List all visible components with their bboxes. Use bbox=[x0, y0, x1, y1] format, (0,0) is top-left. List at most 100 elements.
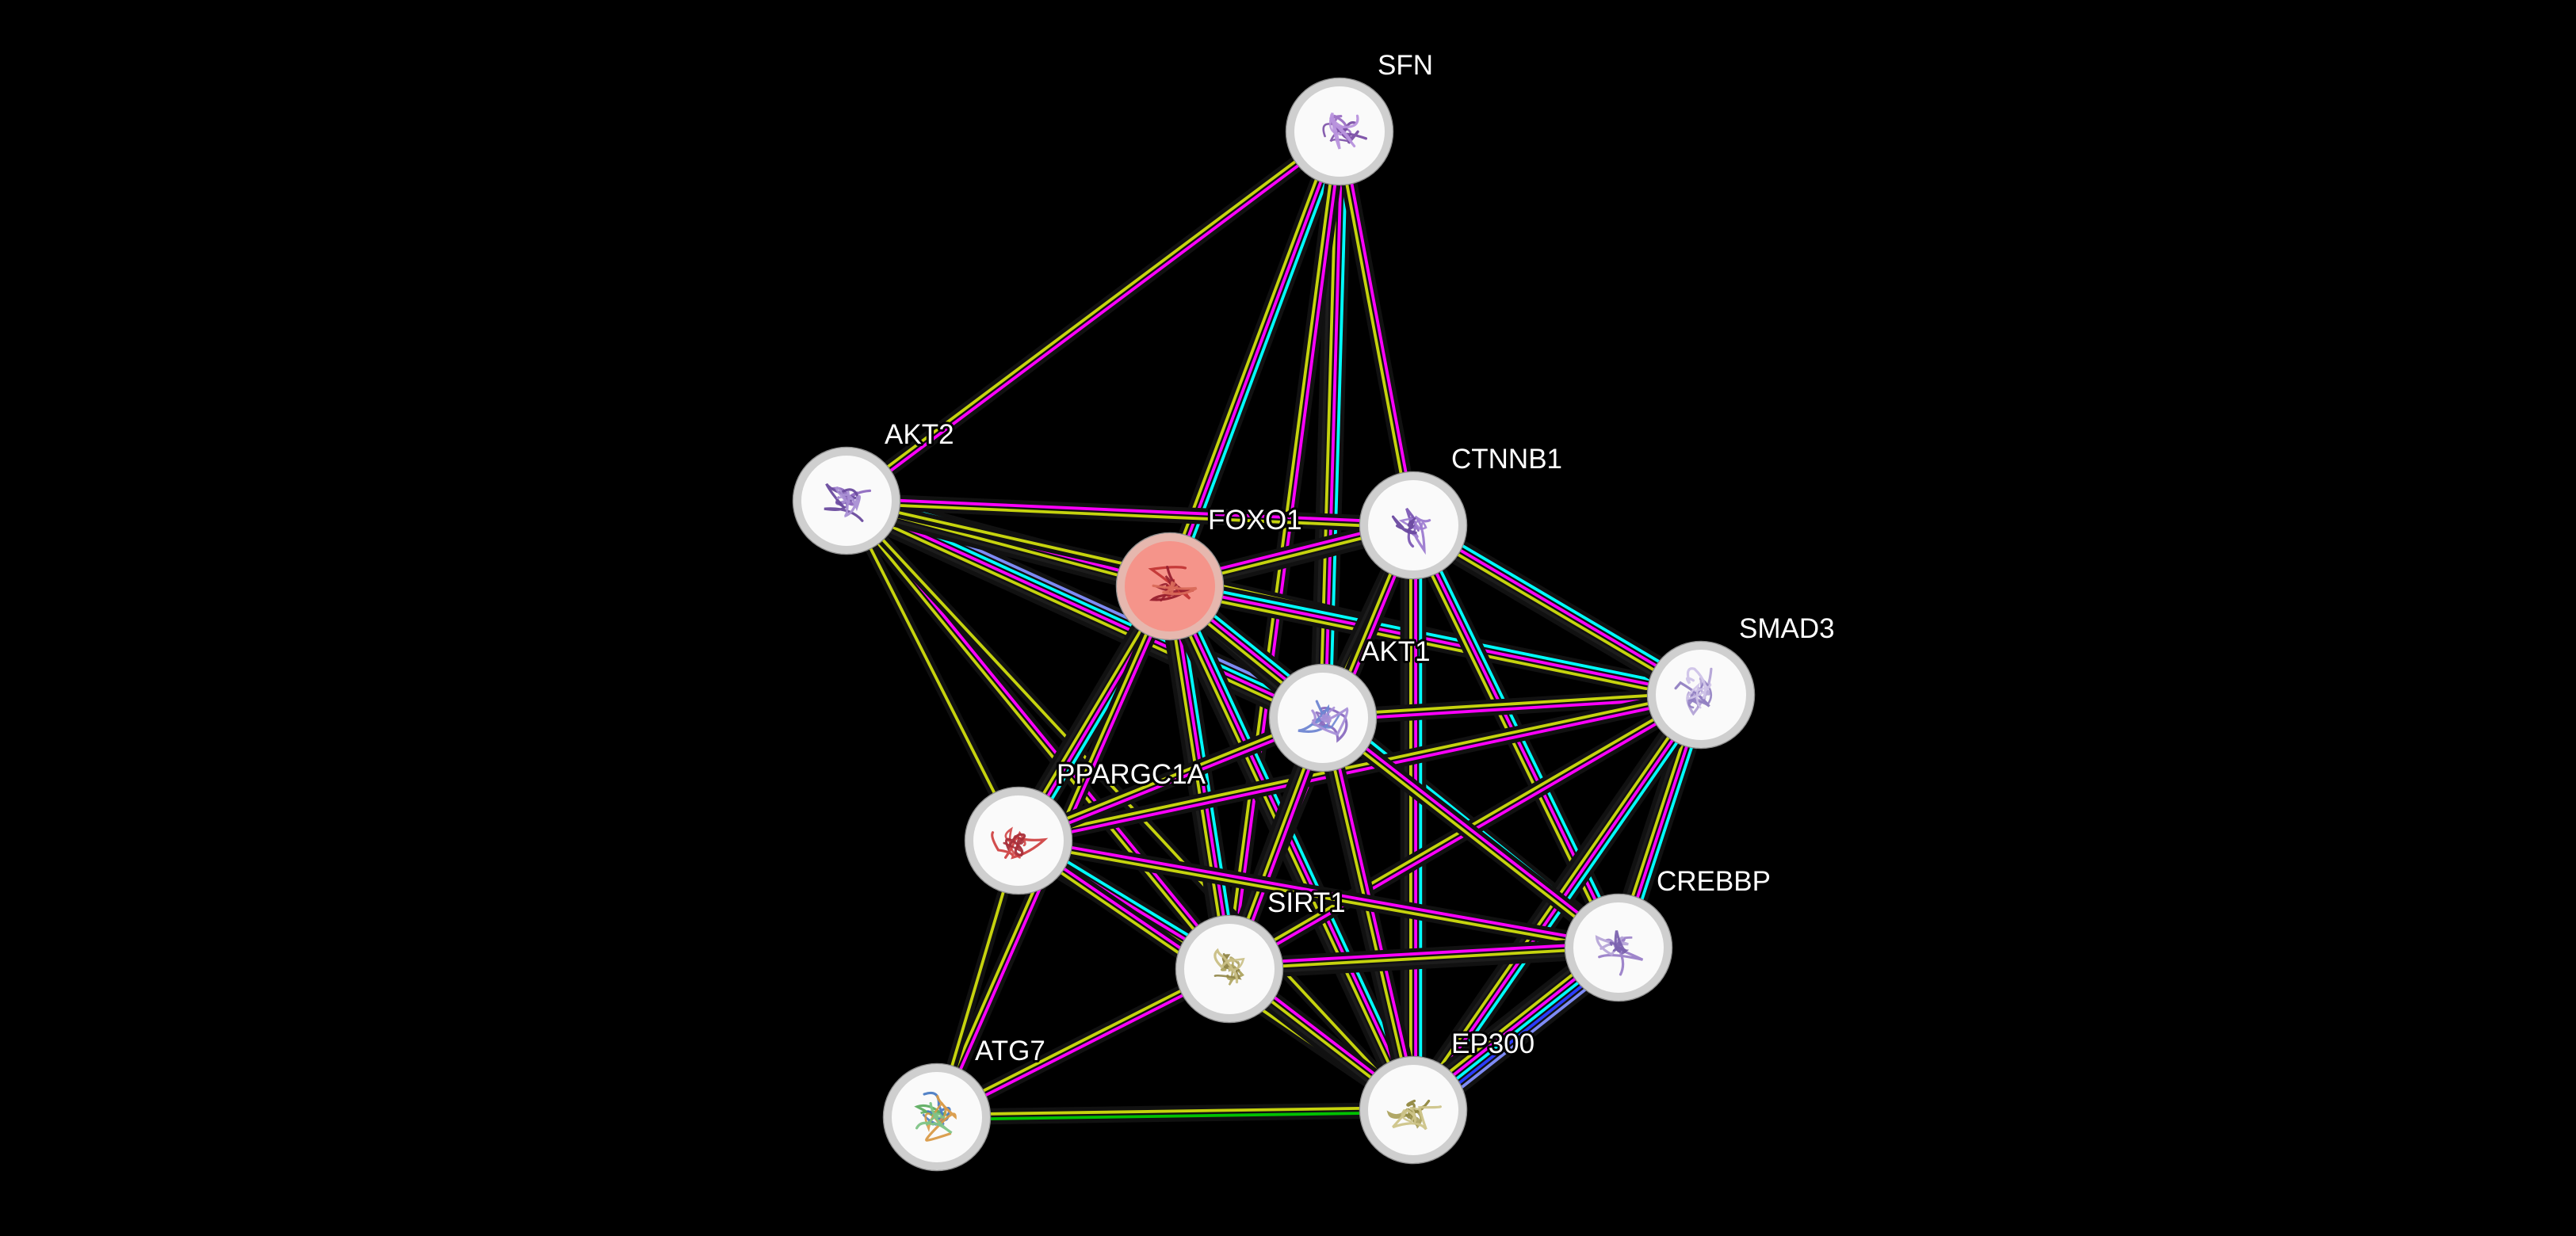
edge-casing bbox=[1331, 130, 1422, 527]
edge-AKT1-EP300[interactable] bbox=[1313, 715, 1424, 1112]
node-label: PPARGC1A bbox=[1057, 759, 1206, 790]
evidence-line-experiments bbox=[1326, 716, 1420, 1110]
edge-SFN-AKT2[interactable] bbox=[841, 124, 1345, 508]
evidence-line-experiments bbox=[1413, 521, 1703, 694]
protein-node-AKT1[interactable]: AKT1 bbox=[1268, 634, 1433, 772]
edge-casing bbox=[1317, 711, 1624, 955]
node-outer-edge bbox=[1268, 663, 1378, 772]
ribbon-squiggle bbox=[1401, 1106, 1423, 1123]
protein-structure-thumbnail bbox=[1386, 1099, 1442, 1131]
evidence-line-coexpression bbox=[1229, 951, 1619, 976]
protein-node-SMAD3[interactable]: SMAD3 bbox=[1646, 611, 1837, 750]
ribbon-squiggle bbox=[1409, 515, 1431, 555]
evidence-line-experiments bbox=[1171, 584, 1417, 1110]
protein-structure-thumbnail bbox=[1595, 930, 1644, 976]
protein-structure-thumbnail bbox=[991, 826, 1049, 860]
ribbon-squiggle bbox=[1309, 712, 1341, 729]
evidence-line-coexpression bbox=[842, 508, 1320, 729]
node-outer-edge bbox=[882, 1062, 992, 1172]
edge-SIRT1-ATG7[interactable] bbox=[933, 961, 1233, 1125]
ribbon-squiggle bbox=[1328, 113, 1352, 143]
edge-SIRT1-CREBBP[interactable] bbox=[1229, 937, 1619, 980]
protein-node-AKT2[interactable]: AKT2 bbox=[792, 417, 957, 555]
evidence-line-textmining bbox=[1018, 841, 1619, 952]
edge-FOXO1-SMAD3[interactable] bbox=[1168, 575, 1703, 706]
edge-casing bbox=[1156, 584, 1243, 971]
evidence-line-textmining bbox=[1411, 526, 1701, 699]
ribbon-squiggle bbox=[835, 486, 848, 504]
edge-CTNNB1-EP300[interactable] bbox=[1400, 525, 1427, 1110]
evidence-line-textmining bbox=[1336, 132, 1412, 526]
evidence-line-textmining bbox=[1166, 586, 1229, 970]
edge-CTNNB1-SMAD3[interactable] bbox=[1406, 513, 1708, 707]
ribbon-squiggle bbox=[1685, 667, 1707, 700]
evidence-line-databases bbox=[1416, 517, 1706, 690]
edge-casing bbox=[1406, 513, 1708, 707]
ribbon-squiggle bbox=[1224, 957, 1245, 972]
node-outer-edge bbox=[1175, 914, 1284, 1024]
edge-casing bbox=[933, 961, 1233, 1125]
node-label: AKT2 bbox=[885, 419, 954, 450]
edge-AKT1-CREBBP[interactable] bbox=[1317, 711, 1624, 955]
evidence-line-textmining bbox=[845, 499, 1415, 1112]
protein-node-CTNNB1[interactable]: CTNNB1 bbox=[1359, 441, 1565, 580]
protein-structure-thumbnail bbox=[1322, 113, 1367, 150]
node-outer-edge bbox=[964, 786, 1073, 895]
edge-casing bbox=[1158, 581, 1425, 1116]
edge-casing bbox=[846, 492, 1414, 534]
ribbon-squiggle bbox=[915, 1102, 953, 1135]
ribbon-squiggle bbox=[1311, 707, 1349, 736]
protein-structure-thumbnail bbox=[824, 483, 872, 522]
protein-node-SFN[interactable]: SFN bbox=[1285, 48, 1435, 186]
edge-casing bbox=[841, 124, 1345, 508]
node-label: CTNNB1 bbox=[1451, 444, 1562, 475]
node-label: FOXO1 bbox=[1208, 505, 1302, 536]
evidence-line-textmining bbox=[844, 128, 1340, 501]
evidence-line-textmining bbox=[843, 501, 1229, 972]
evidence-line-textmining bbox=[1017, 691, 1701, 840]
node-outer-edge bbox=[1285, 77, 1394, 186]
evidence-line-experiments bbox=[937, 970, 1232, 1121]
protein-structure-thumbnail bbox=[1391, 507, 1431, 555]
protein-node-ATG7[interactable]: ATG7 bbox=[882, 1033, 1048, 1172]
node-outer-edge bbox=[1359, 471, 1468, 580]
edge-casing bbox=[1322, 686, 1702, 727]
evidence-line-coexpression bbox=[1408, 530, 1699, 703]
ribbon-squiggle bbox=[1168, 582, 1179, 594]
edge-PPARGC1A-CREBBP[interactable] bbox=[1017, 832, 1620, 956]
edge-SFN-CTNNB1[interactable] bbox=[1331, 130, 1422, 527]
edge-AKT1-PPARGC1A[interactable] bbox=[1015, 710, 1326, 849]
ribbon-squiggle bbox=[1391, 515, 1417, 535]
edge-FOXO1-EP300[interactable] bbox=[1158, 581, 1425, 1116]
ribbon-squiggle bbox=[1003, 836, 1024, 853]
node-outer-edge bbox=[1564, 893, 1673, 1002]
ribbon-squiggle bbox=[1004, 833, 1026, 857]
edge-AKT2-EP300[interactable] bbox=[842, 497, 1418, 1114]
protein-node-FOXO1[interactable]: FOXO1 bbox=[1115, 502, 1305, 641]
edge-AKT2-PPARGC1A[interactable] bbox=[841, 498, 1024, 844]
evidence-line-databases bbox=[1175, 582, 1422, 1108]
edge-AKT2-CTNNB1[interactable] bbox=[846, 492, 1414, 534]
ribbon-squiggle bbox=[926, 1112, 946, 1126]
evidence-line-textmining bbox=[1229, 946, 1619, 971]
evidence-line-databases bbox=[1170, 580, 1703, 692]
evidence-line-experiments bbox=[846, 499, 1324, 719]
ribbon-squiggle bbox=[1213, 948, 1239, 984]
evidence-line-experiments bbox=[1323, 715, 1622, 948]
edge-casing bbox=[1015, 710, 1326, 849]
protein-node-PPARGC1A[interactable]: PPARGC1A bbox=[964, 757, 1209, 895]
node-label: EP300 bbox=[1451, 1028, 1535, 1059]
edge-casing bbox=[1016, 687, 1703, 849]
evidence-line-experiments bbox=[847, 132, 1342, 505]
protein-node-CREBBP[interactable]: CREBBP bbox=[1564, 864, 1773, 1002]
evidence-line-experiments bbox=[1171, 586, 1233, 969]
evidence-line-coexpression bbox=[844, 506, 1169, 595]
protein-node-SIRT1[interactable]: SIRT1 bbox=[1175, 885, 1348, 1024]
evidence-line-textmining bbox=[1320, 718, 1619, 951]
edge-EP300-ATG7[interactable] bbox=[936, 1101, 1414, 1126]
edge-casing bbox=[840, 495, 1236, 975]
evidence-line-textmining bbox=[846, 502, 1413, 529]
edge-SMAD3-PPARGC1A[interactable] bbox=[1016, 687, 1703, 849]
protein-node-EP300[interactable]: EP300 bbox=[1359, 1026, 1537, 1165]
